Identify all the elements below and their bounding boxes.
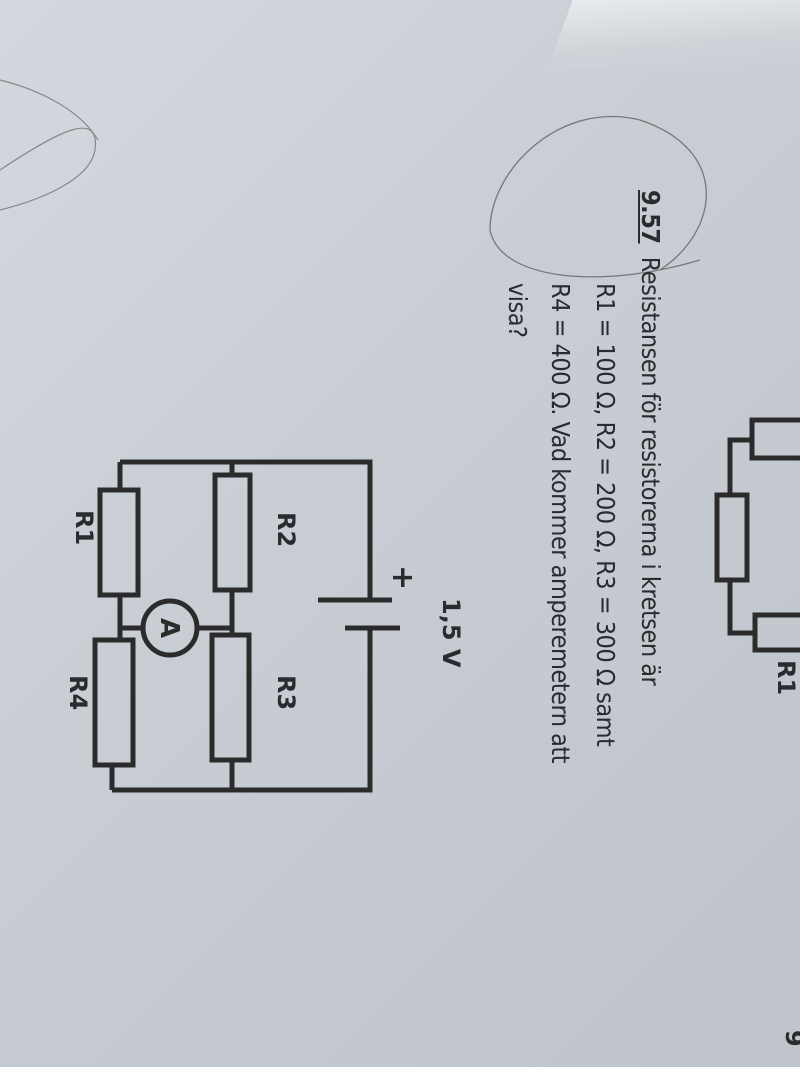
prev-label-r1: R1 [772,660,800,696]
label-r2: R2 [272,512,300,548]
page-number: 9 [780,1030,800,1047]
prev-resistor-mid [714,492,750,583]
ammeter-label: A [154,618,184,638]
resistor-r1 [97,487,141,598]
left-wire [109,462,123,790]
resistor-r2 [212,472,253,593]
problem-number: 9.57 [636,190,665,244]
prev-resistor-bottom [752,612,800,653]
problem-line-4: visa? [503,283,532,338]
label-r1: R1 [70,510,98,546]
ammeter [140,598,200,658]
problem-line-2: R1 = 100 Ω, R2 = 200 Ω, R3 = 300 Ω samt [591,283,620,747]
label-r3: R3 [272,675,300,711]
label-r4: R4 [64,675,92,711]
pencil-oval [489,115,707,278]
label-plus: + [385,565,420,591]
label-voltage: 1,5 V [437,598,465,668]
resistor-r4 [92,637,136,768]
problem-line-1: 9.57 Resistansen för resistorerna i kret… [636,190,665,686]
resistor-r3 [209,632,252,763]
problem-line-3: R4 = 400 Ω. Vad kommer amperemetern att [546,283,575,764]
pencil-arc [0,127,96,211]
outer-wire [112,459,373,793]
prev-resistor-top [749,417,800,461]
